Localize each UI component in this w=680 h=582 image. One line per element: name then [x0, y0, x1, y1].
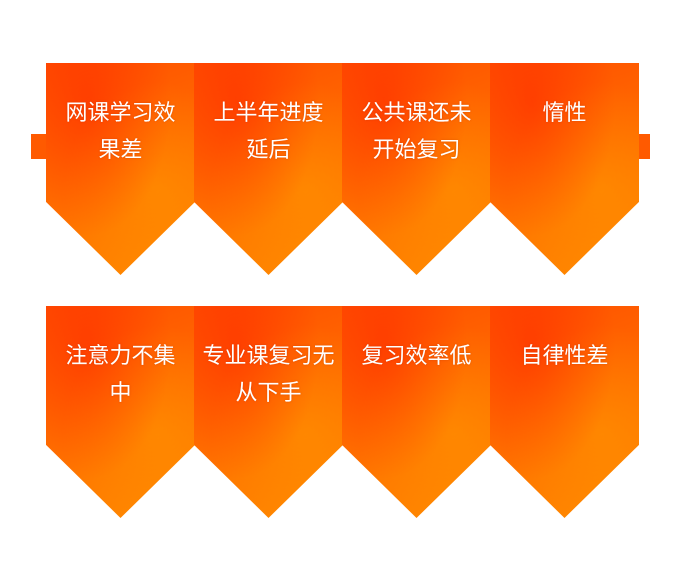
- pennant-review-efficiency: 复习效率低: [342, 306, 491, 518]
- pennant-online-learning: 网课学习效果差: [46, 63, 195, 275]
- pennant-label: 网课学习效果差: [65, 101, 176, 163]
- pennant-self-discipline: 自律性差: [490, 306, 639, 518]
- pennant-laziness: 惰性: [490, 63, 639, 275]
- problem-banner-row-2: 注意力不集中 专业课复习无从下手 复习效率低 自律性差: [0, 306, 680, 518]
- pennant-label: 专业课复习无从下手: [202, 344, 335, 406]
- pennant-label: 公共课还未开始复习: [361, 101, 472, 163]
- problem-banner-row-1: 网课学习效果差 上半年进度延后 公共课还未开始复习 惰性: [0, 63, 680, 275]
- pennant-label: 自律性差: [520, 344, 609, 369]
- pennant-major-course-review: 专业课复习无从下手: [194, 306, 343, 518]
- pennant-label: 复习效率低: [361, 344, 472, 369]
- pennant-progress-delay: 上半年进度延后: [194, 63, 343, 275]
- pennant-label: 惰性: [542, 101, 587, 126]
- pennant-label: 上半年进度延后: [213, 101, 324, 163]
- pennant-label: 注意力不集中: [65, 344, 176, 406]
- banner-left-tab: [31, 134, 47, 159]
- pennant-public-course-review: 公共课还未开始复习: [342, 63, 491, 275]
- pennant-attention: 注意力不集中: [46, 306, 195, 518]
